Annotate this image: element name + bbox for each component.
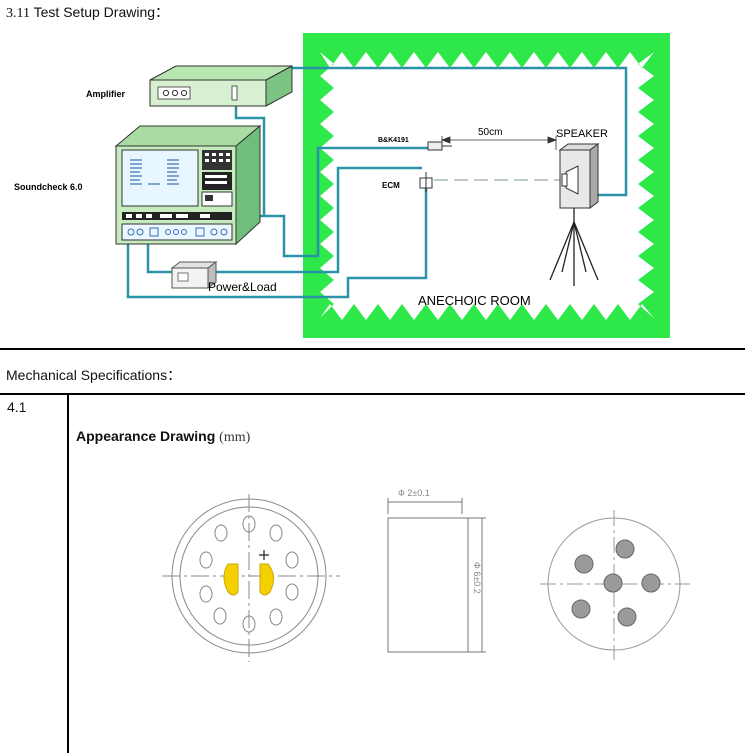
speaker-device bbox=[549, 143, 600, 286]
table-rule-top bbox=[0, 348, 745, 350]
section-number: 3.11 bbox=[6, 6, 30, 21]
side-view-drawing bbox=[387, 498, 486, 653]
speaker-label: SPEAKER bbox=[556, 128, 608, 140]
section-3-11-title: 3.11 Test Setup Drawing： bbox=[6, 2, 169, 22]
anechoic-room-label: ANECHOIC ROOM bbox=[418, 293, 531, 308]
side-dim-top: Ф 2±0.1 bbox=[398, 488, 430, 498]
ecm-label: ECM bbox=[382, 181, 400, 190]
cables bbox=[126, 66, 628, 299]
ecm-microphone bbox=[419, 172, 433, 192]
amplifier-device bbox=[149, 65, 293, 107]
front-view-pad-right bbox=[259, 563, 274, 596]
mechanical-specifications-title: Mechanical Specifications： bbox=[6, 367, 182, 383]
appearance-drawing-title: Appearance Drawing (mm) bbox=[76, 428, 250, 446]
back-view-terminals bbox=[571, 539, 661, 627]
back-view-drawing bbox=[540, 510, 690, 660]
appearance-drawings: Ф 2±0.1 Ф 6±0.2 bbox=[162, 488, 690, 662]
table-column-divider bbox=[67, 395, 69, 753]
test-setup-drawing: Amplifier Soundcheck 6.0 bbox=[14, 33, 670, 338]
front-view-marker bbox=[259, 550, 269, 560]
power-load-label: Power&Load bbox=[208, 280, 277, 294]
power-load-device bbox=[170, 261, 218, 289]
soundcheck-bottom-cable bbox=[126, 188, 428, 299]
power-to-room-cable bbox=[216, 166, 422, 274]
appearance-title-text: Appearance Drawing bbox=[76, 428, 216, 444]
soundcheck-rack bbox=[114, 124, 262, 246]
distance-label: 50cm bbox=[478, 127, 502, 138]
amplifier-label: Amplifier bbox=[86, 89, 126, 99]
front-view-holes bbox=[199, 515, 299, 633]
amp-to-speaker-cable bbox=[290, 66, 628, 197]
soundcheck-to-bk-cable bbox=[232, 146, 430, 258]
soundcheck-label: Soundcheck 6.0 bbox=[14, 182, 83, 192]
bk-label: B&K4191 bbox=[378, 137, 409, 144]
section-title-text: Test Setup Drawing： bbox=[33, 4, 170, 20]
front-view-drawing bbox=[162, 494, 340, 662]
table-rule-header bbox=[0, 393, 745, 395]
row-number: 4.1 bbox=[7, 399, 27, 415]
side-dim-right: Ф 6±0.2 bbox=[472, 562, 482, 594]
distance-dimension bbox=[440, 136, 558, 150]
amp-to-soundcheck-cable bbox=[234, 106, 266, 215]
bk-microphone bbox=[427, 141, 452, 151]
front-view-pad-left bbox=[223, 563, 239, 596]
appearance-unit: (mm) bbox=[219, 430, 251, 445]
soundcheck-to-power-cable bbox=[146, 240, 172, 274]
